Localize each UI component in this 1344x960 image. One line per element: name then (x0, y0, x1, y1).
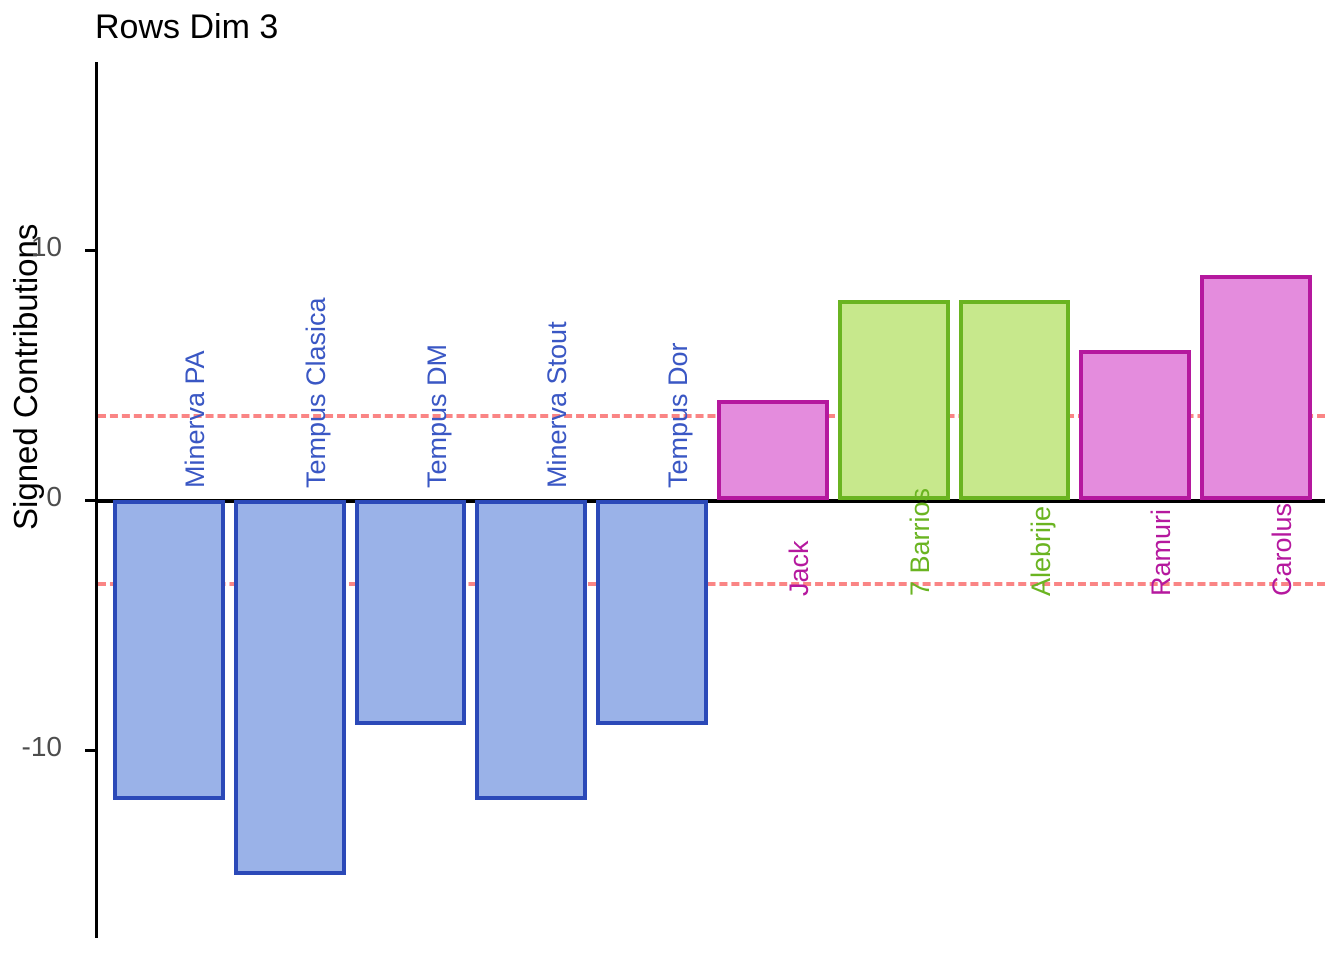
y-tick-label: -10 (21, 731, 62, 762)
y-tick-mark (85, 749, 96, 752)
y-tick-mark (85, 249, 96, 252)
bar-minerva-pa[interactable] (113, 500, 225, 800)
bar-label-minerva-pa: Minerva PA (179, 350, 210, 488)
zero-baseline (98, 499, 1325, 503)
reference-line (98, 581, 1325, 586)
bar-carolus[interactable] (1200, 275, 1312, 500)
bar-label-tempus-dor: Tempus Dor (663, 342, 694, 488)
bar-tempus-clasica[interactable] (233, 500, 346, 875)
bar-label-tempus-clasica: Tempus Clasica (300, 297, 331, 488)
bar-label-jack: Jack (783, 540, 814, 596)
bar-label-alebrije: Alebrije (1025, 505, 1056, 596)
bar-minerva-stout[interactable] (475, 500, 588, 800)
reference-line (98, 414, 1325, 419)
bar-ramuri[interactable] (1079, 350, 1192, 500)
bar-label-tempus-dm: Tempus DM (421, 343, 452, 488)
plot-area: Minerva PA Tempus Clasica Tempus DM Minerva… (98, 62, 1344, 938)
y-axis-spine (95, 62, 98, 938)
y-tick-mark (85, 499, 96, 502)
bar-label-7-barrios: 7 Barrios (904, 487, 935, 596)
bar-label-carolus: Carolus (1267, 502, 1298, 596)
bar-alebrije[interactable] (958, 300, 1071, 500)
y-tick-label: 0 (46, 481, 62, 512)
chart-title: Rows Dim 3 (95, 8, 279, 46)
bar-tempus-dor[interactable] (596, 500, 708, 725)
bar-tempus-dm[interactable] (354, 500, 467, 725)
bar-label-minerva-stout: Minerva Stout (542, 321, 573, 488)
y-tick-label: 10 (30, 231, 62, 262)
bar-jack[interactable] (717, 400, 829, 500)
bar-7-barrios[interactable] (837, 300, 950, 500)
bar-label-ramuri: Ramuri (1146, 508, 1177, 596)
